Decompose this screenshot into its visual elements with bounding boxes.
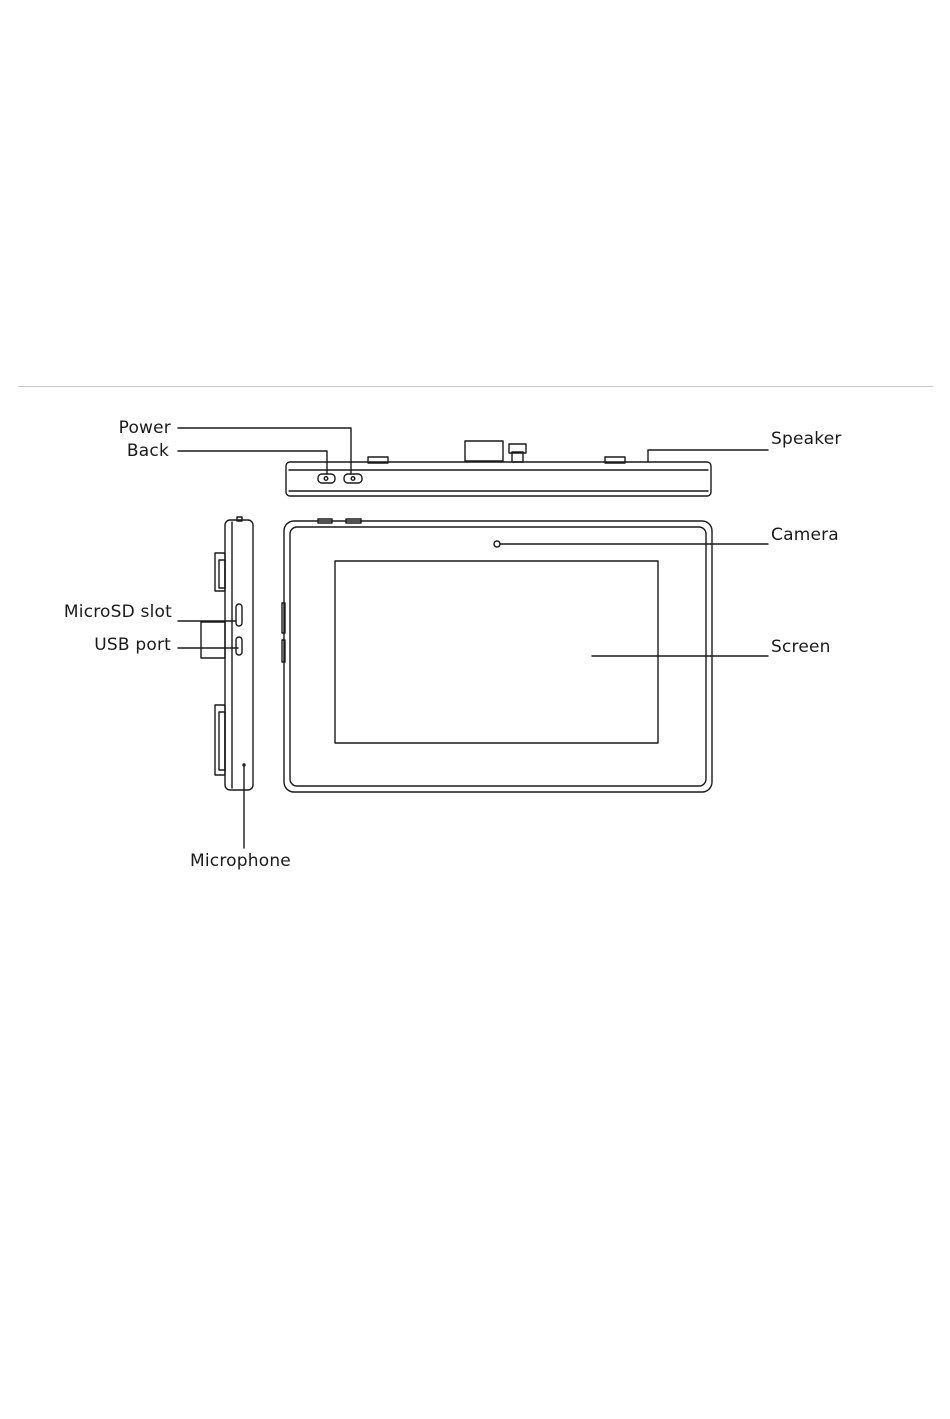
label-microphone: Microphone <box>190 851 291 871</box>
label-microsd-slot: MicroSD slot <box>20 602 172 622</box>
camera-shape <box>494 541 500 547</box>
label-usb-port: USB port <box>20 635 171 655</box>
power-button-shape <box>344 474 362 483</box>
label-screen: Screen <box>771 637 831 657</box>
screen-shape <box>335 561 658 743</box>
label-back: Back <box>60 441 169 461</box>
label-power: Power <box>60 418 171 438</box>
label-camera: Camera <box>771 525 839 545</box>
device-side-view <box>201 517 253 790</box>
usb-port-shape <box>236 637 242 655</box>
microsd-slot-shape <box>236 604 242 626</box>
label-speaker: Speaker <box>771 429 842 449</box>
device-top-view <box>286 441 711 496</box>
back-button-shape <box>318 474 335 483</box>
